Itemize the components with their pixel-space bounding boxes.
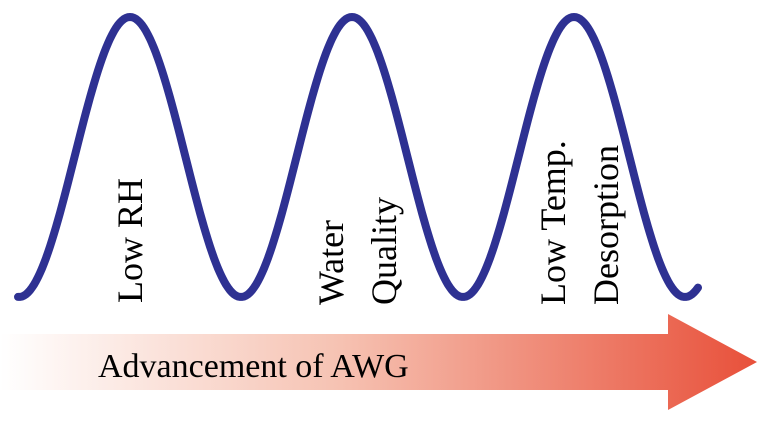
- peak-label-low-temp-desorption: Low Temp. Desorption: [533, 140, 626, 305]
- svg-text:Water: Water: [311, 220, 351, 305]
- peak-label-low-rh: Low RH: [110, 178, 150, 303]
- svg-text:Low Temp.: Low Temp.: [533, 140, 573, 305]
- wave-curve: [14, 12, 702, 301]
- advancement-arrow: [0, 314, 757, 410]
- peak-label-water-quality: Water Quality: [311, 197, 404, 305]
- svg-text:Desorption: Desorption: [586, 145, 626, 305]
- svg-text:Low RH: Low RH: [110, 178, 150, 303]
- arrow-label: Advancement of AWG: [98, 348, 409, 385]
- svg-text:Quality: Quality: [364, 197, 404, 305]
